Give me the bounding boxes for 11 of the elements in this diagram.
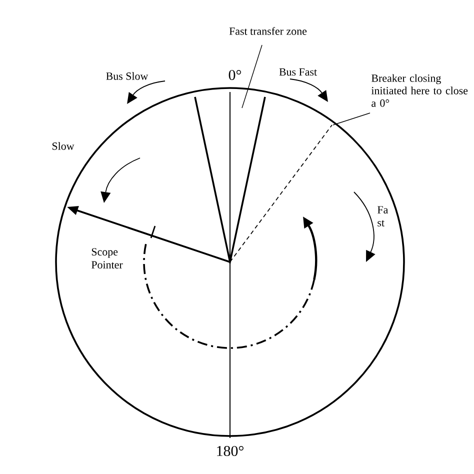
direction-label: Bus Fast bbox=[279, 68, 317, 76]
annotation-text: Fast transfer zone bbox=[229, 27, 307, 35]
speed-label: Slow bbox=[52, 142, 74, 150]
degree-label: 180° bbox=[217, 446, 244, 456]
leader-line bbox=[332, 112, 370, 126]
pointer-label: Scope Pointer bbox=[92, 248, 123, 269]
direction-label: Bus Slow bbox=[106, 72, 148, 80]
speed-label: Fa st bbox=[378, 206, 388, 226]
degree-label: 0° bbox=[228, 70, 241, 80]
annotation-text: Breaker closing initiated here to close a 0° bbox=[371, 74, 468, 107]
leader-line bbox=[242, 44, 262, 108]
